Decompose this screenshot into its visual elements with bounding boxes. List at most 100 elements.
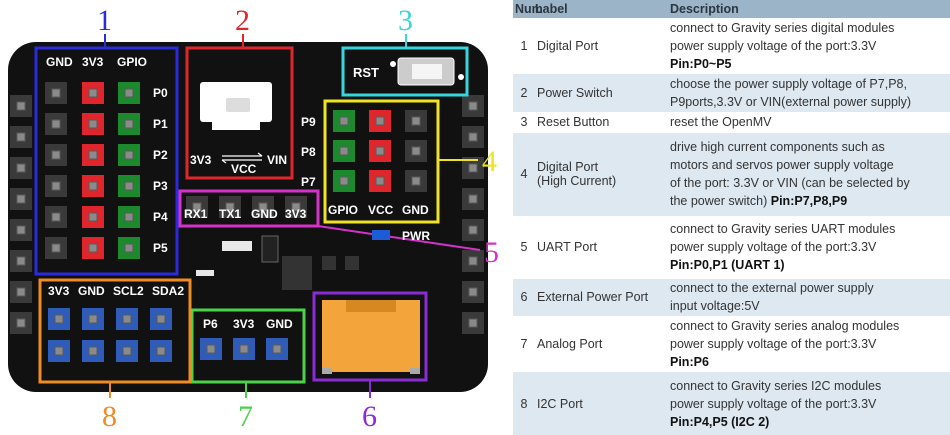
i2c-port-pin: [150, 340, 172, 362]
pin-info: Pin:P4,P5 (I2C 2): [670, 414, 770, 429]
row-label-line: Power Switch: [537, 86, 613, 101]
digital-port-pin: [118, 82, 140, 104]
callout-number-1: 1: [97, 4, 112, 37]
switch-label-vcc: VCC: [231, 162, 257, 176]
uart-port: [186, 196, 307, 218]
header-pin: [124, 243, 134, 253]
header-pin: [51, 119, 61, 129]
header-pin: [468, 101, 478, 111]
callout-leader-5: [317, 225, 481, 251]
header-pin: [88, 212, 98, 222]
analog-port-pin: [200, 338, 222, 360]
digital-header-3v3: 3V3: [82, 55, 104, 69]
smd-component: [322, 256, 336, 270]
digital-port-pin: [82, 113, 104, 135]
row-label: UART Port: [535, 216, 668, 279]
row-description: reset the OpenMV: [668, 111, 950, 133]
digital-port: [45, 82, 140, 259]
hc-header-gnd: GND: [402, 203, 429, 217]
col-header-label: Label: [535, 0, 668, 18]
digital-port-pin: [82, 237, 104, 259]
i2c-label-scl2: SCL2: [113, 284, 144, 298]
hc-port-pin: [333, 110, 355, 132]
row-label: Reset Button: [535, 111, 668, 133]
power-switch-tab: [212, 122, 260, 130]
row-label: I2C Port: [535, 372, 668, 435]
description-line: connect to Gravity series I2C modules: [670, 378, 882, 393]
i2c-port-pin: [82, 308, 104, 330]
row-number: 8: [513, 372, 535, 435]
row-number: 6: [513, 278, 535, 317]
callout-number-4: 4: [482, 145, 497, 178]
digital-port-pin: [82, 82, 104, 104]
pin-info: Pin:P0~P5: [670, 57, 732, 72]
header-pin: [468, 287, 478, 297]
side-headers: [10, 95, 484, 334]
left-side-header-pin: [10, 157, 32, 179]
row-label-line: Analog Port: [537, 337, 603, 352]
uart-port-pin: [252, 196, 274, 218]
digital-port-pin: [45, 113, 67, 135]
header-pin: [375, 176, 385, 186]
description-line: power supply voltage of the port:3.3V: [670, 240, 877, 255]
digital-header-gpio: GPIO: [117, 55, 147, 69]
callout-box-5: [178, 189, 320, 228]
digital-pin-label: P4: [153, 210, 168, 224]
header-pin: [16, 256, 26, 266]
i2c-label-gnd: GND: [78, 284, 105, 298]
hc-port-pin: [369, 110, 391, 132]
digital-port-pin: [45, 82, 67, 104]
header-pin: [88, 314, 98, 324]
header-pin: [16, 318, 26, 328]
i2c-port: [48, 308, 172, 362]
callout-box-2: [185, 46, 294, 180]
uart-port-pin: [186, 196, 208, 218]
header-pin: [239, 344, 249, 354]
hc-header-vcc: VCC: [368, 203, 394, 217]
hc-port-pin: [369, 170, 391, 192]
digital-port-pin: [118, 237, 140, 259]
header-pin: [122, 346, 132, 356]
header-pin: [258, 202, 268, 212]
header-pin: [156, 314, 166, 324]
header-pin: [468, 163, 478, 173]
callout-number-3: 3: [398, 4, 413, 37]
description-line: connect to Gravity series digital module…: [670, 21, 895, 36]
left-side-header-pin: [10, 95, 32, 117]
digital-port-pin: [45, 206, 67, 228]
board-diagram: GND 3V3 GPIO 3V3 VIN VCC RST P9 P8 P7 GP…: [8, 4, 499, 433]
hc-port-pin: [333, 140, 355, 162]
header-pin: [16, 101, 26, 111]
analog-port: [200, 338, 288, 360]
external-power-socket: [346, 300, 396, 312]
callout-number-7: 7: [238, 400, 253, 433]
description-line: the power switch): [670, 194, 768, 209]
smd-component: [222, 241, 252, 251]
analog-port-pin: [233, 338, 255, 360]
callout-number-2: 2: [235, 4, 250, 37]
header-pin: [88, 119, 98, 129]
pin-info: Pin:P7,P8,P9: [770, 194, 848, 209]
header-pin: [88, 88, 98, 98]
external-power-pad: [410, 368, 420, 374]
i2c-label-sda2: SDA2: [152, 284, 184, 298]
header-pin: [291, 202, 301, 212]
digital-port-pin: [45, 237, 67, 259]
hc-port-pin: [405, 140, 427, 162]
header-pin: [16, 287, 26, 297]
row-label-line: UART Port: [537, 240, 597, 255]
header-pin: [88, 150, 98, 160]
switch-label-vin: VIN: [267, 153, 287, 167]
callout-box-1: [34, 46, 179, 276]
left-side-header-pin: [10, 281, 32, 303]
i2c-port-pin: [48, 340, 70, 362]
hc-port-pin: [405, 110, 427, 132]
description-line: drive high current components such as: [670, 140, 885, 155]
digital-pin-label: P2: [153, 148, 168, 162]
header-pin: [16, 194, 26, 204]
i2c-port-pin: [150, 308, 172, 330]
